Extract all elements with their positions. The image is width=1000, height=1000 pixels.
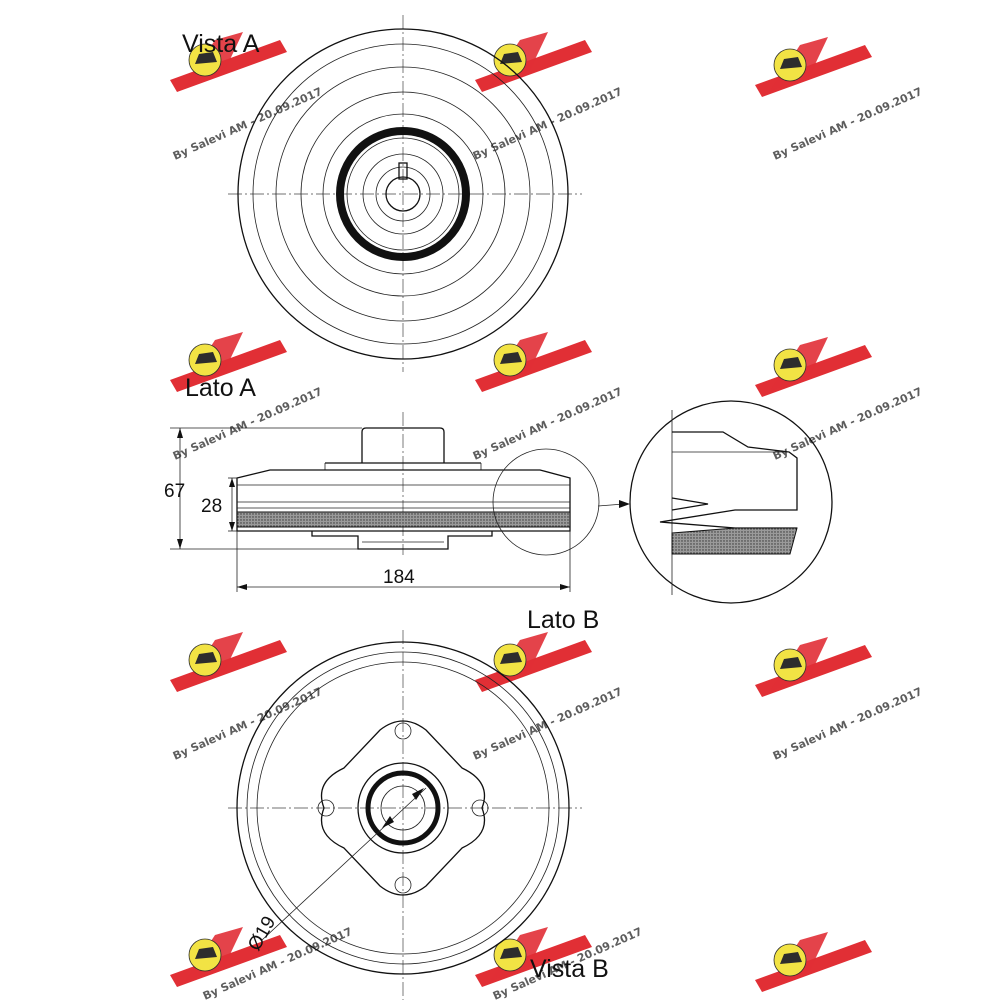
- hub-bottom: [311, 531, 493, 550]
- pulley-outer-circle: [236, 641, 570, 975]
- dimension-height-total: 67: [164, 481, 185, 502]
- view-label-lato-a: Lato A: [185, 374, 256, 402]
- dimension-height-ring: 28: [201, 496, 222, 517]
- dim-arrow: [237, 584, 247, 590]
- bore-circle: [385, 176, 421, 212]
- pulley-ring-circle: [256, 661, 550, 955]
- watermark-logo: [754, 636, 873, 698]
- detail-rubber-layer: [671, 527, 798, 555]
- bolt-hole: [471, 799, 489, 817]
- detail-enlarged-view: [629, 400, 833, 604]
- view-label-vista-b: Vista B: [530, 955, 609, 983]
- dim-arrow: [229, 522, 235, 531]
- detail-callout-circle: [492, 448, 600, 556]
- watermark-text: By Salevi AM - 20.09.2017: [771, 385, 924, 463]
- watermark-logo: [169, 631, 288, 693]
- vista-a-view: Vista A: [182, 15, 582, 372]
- detail-notch: [671, 497, 709, 511]
- watermark-text: By Salevi AM - 20.09.2017: [471, 685, 624, 763]
- dim-arrow: [382, 816, 394, 828]
- pulley-ring-circle: [275, 66, 531, 322]
- hub-flange-ring: [336, 127, 470, 261]
- dim-arrow: [229, 478, 235, 487]
- detail-circle: [629, 400, 833, 604]
- keyway-slot: [398, 162, 408, 180]
- dim-arrow: [560, 584, 570, 590]
- watermark-logo: [754, 336, 873, 398]
- bore-dim-leader: [261, 787, 427, 941]
- pulley-ring-circle: [300, 91, 506, 297]
- watermark-text: By Salevi AM - 20.09.2017: [471, 85, 624, 163]
- view-label-vista-a: Vista A: [182, 30, 260, 58]
- hub-seal-ring: [365, 770, 441, 846]
- bolt-hole: [394, 876, 412, 894]
- dim-arrow: [177, 539, 183, 549]
- view-label-lato-b: Lato B: [527, 606, 599, 634]
- dim-arrow: [177, 428, 183, 438]
- watermark-logo: [474, 331, 593, 393]
- dimension-diameter-outer: 184: [383, 567, 415, 588]
- detail-profile: [659, 431, 798, 529]
- detail-arrow: [619, 500, 630, 508]
- watermark-text: By Salevi AM - 20.09.2017: [771, 685, 924, 763]
- pulley-ring-circle: [246, 651, 560, 965]
- watermark-text: By Salevi AM - 20.09.2017: [471, 385, 624, 463]
- hub-flange: [320, 720, 486, 896]
- bore-circle: [380, 785, 426, 831]
- dim-arrow: [412, 788, 424, 800]
- pulley-ring-circle: [322, 113, 484, 275]
- lato-a-section: Lato A 67 28 184: [164, 374, 833, 604]
- hub-boss-circle: [357, 762, 449, 854]
- watermark-logo: [474, 631, 593, 693]
- pulley-outer-circle: [237, 28, 569, 360]
- hub-top: [361, 427, 445, 463]
- watermark-logo: [474, 31, 593, 93]
- hub-inner-circle: [375, 166, 431, 222]
- watermark-text: By Salevi AM - 20.09.2017: [171, 85, 324, 163]
- watermark-text: By Salevi AM - 20.09.2017: [771, 85, 924, 163]
- bolt-hole: [317, 799, 335, 817]
- hub-inner-circle: [346, 137, 460, 251]
- hub-inner-circle: [362, 153, 444, 235]
- bolt-hole: [394, 722, 412, 740]
- rubber-damper-layer: [236, 511, 571, 528]
- watermark-logo: [754, 931, 873, 993]
- pulley-ring-circle: [252, 43, 554, 345]
- watermark-logo: [754, 36, 873, 98]
